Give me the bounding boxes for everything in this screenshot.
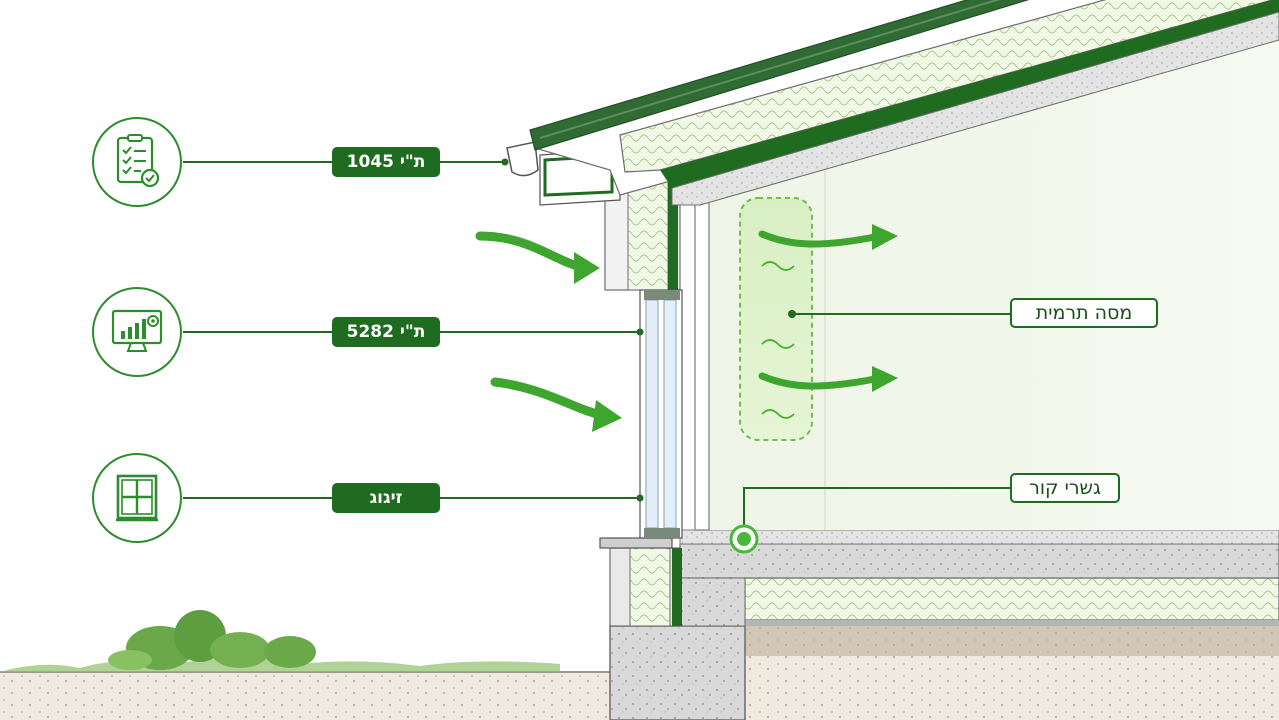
callout-thermal-mass: מסה תרמית: [1010, 298, 1158, 328]
heat-waves: [761, 261, 795, 419]
roof-insulation: [619, 0, 1275, 173]
arrow-head: [872, 224, 898, 250]
arrow-head: [592, 400, 622, 432]
arrow-head: [872, 366, 898, 392]
floor-slab: [679, 543, 1279, 579]
shrub: [108, 610, 316, 670]
interior-wall-lining: [694, 194, 710, 531]
exterior-ground: [0, 672, 610, 720]
checklist-icon: [92, 117, 182, 207]
callout-thermal-bridges: גשרי קור: [1010, 473, 1120, 503]
energy-rating-monitor-icon: [92, 287, 182, 377]
interior-room: [705, 0, 1279, 530]
floor-insulation: [744, 577, 1279, 621]
foundation: [609, 625, 746, 720]
callout-standard-1045: ת"י 1045: [332, 147, 440, 177]
gutter: [506, 141, 539, 177]
glazing-unit: [639, 289, 683, 539]
arrow-head: [574, 252, 600, 284]
roof-membrane: [660, 0, 1279, 188]
window-sill: [599, 537, 673, 549]
callout-standard-5282: ת"י 5282: [332, 317, 440, 347]
callout-glazing: זיגוג: [332, 483, 440, 513]
floor-screed: [679, 529, 1279, 545]
roof-covering: [529, 0, 1030, 151]
thermal-mass-zone: [739, 197, 813, 441]
window-icon: [92, 453, 182, 543]
